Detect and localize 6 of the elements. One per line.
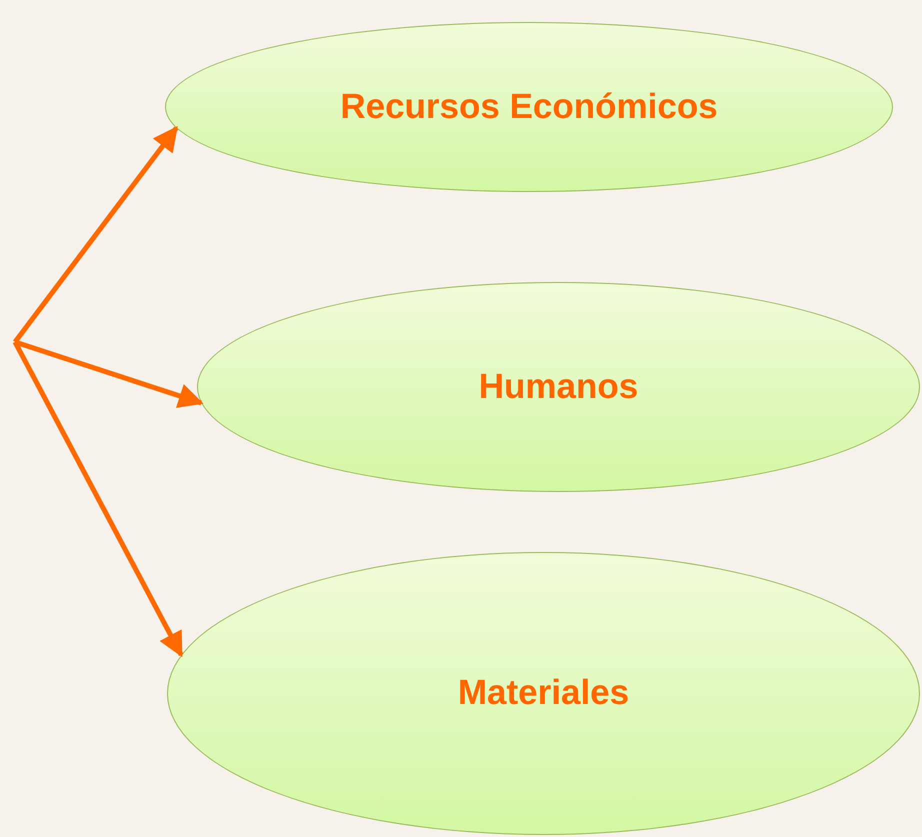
node-label: Materiales <box>458 672 630 714</box>
node-label: Recursos Económicos <box>340 86 718 128</box>
arrow <box>12 340 184 658</box>
arrow <box>14 340 204 408</box>
node-label: Humanos <box>478 366 638 408</box>
arrow <box>13 126 178 344</box>
